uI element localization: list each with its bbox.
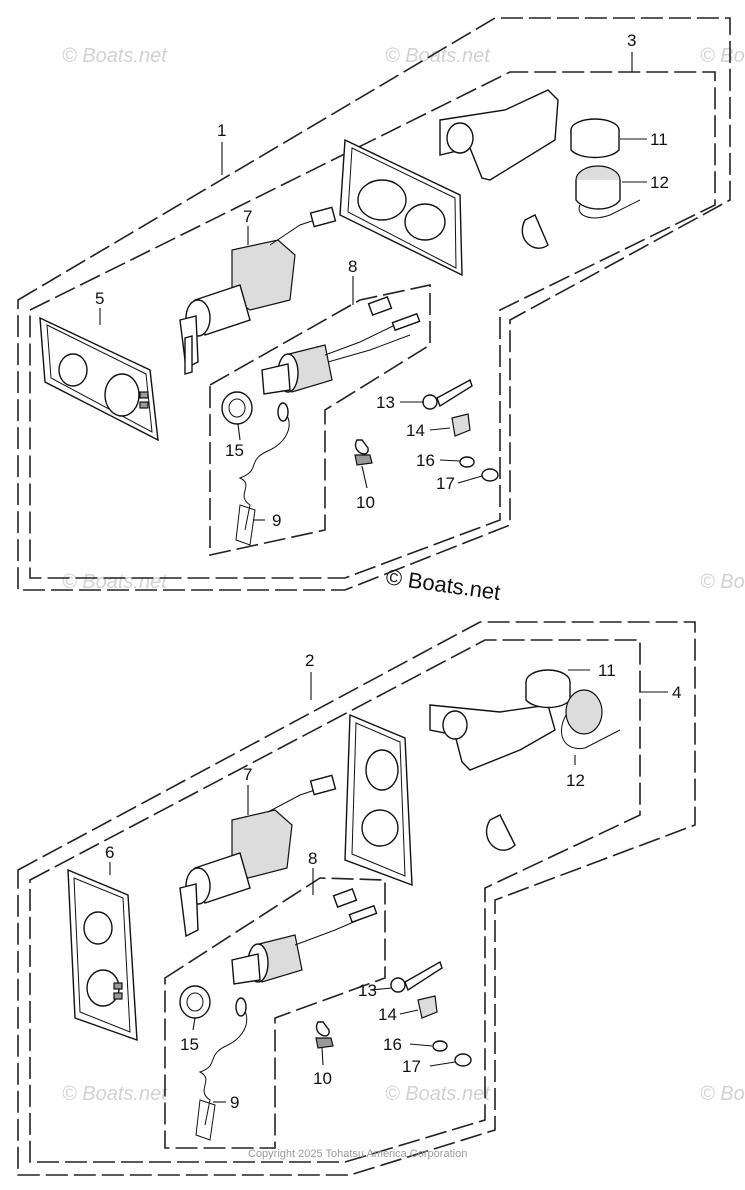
callout-17-bottom: 17 [402,1057,421,1076]
callout-12: 12 [650,173,669,192]
callout-13-bottom: 13 [358,981,377,1000]
watermark-faint: © Boats.net [62,45,168,67]
kit-boundary-2 [17,621,696,1176]
bracket [439,89,559,181]
copyright-text: Copyright 2025 Tohatsu America Corporati… [248,1148,467,1160]
buzzer-12-bottom [561,689,621,750]
callout-11: 11 [650,130,668,149]
callout-11-bottom: 11 [598,661,616,680]
cable-tie-bottom [485,814,516,851]
callout-10: 10 [356,493,375,512]
callout-8-bottom: 8 [308,849,317,868]
key-switch-7 [179,206,337,375]
watermark-group: © Boats.net © Boats.net © Boats.net © Bo… [62,45,745,1105]
cable-tie [521,214,549,249]
watermark-faint: © Boats.net [62,1083,168,1105]
callout-6: 6 [105,843,114,862]
callout-4: 4 [672,683,681,702]
callout-8: 8 [348,257,357,276]
bottom-assembly: 2 4 6 7 8 9 10 11 12 13 14 16 17 15 [17,621,696,1176]
remote-panel [339,138,463,277]
watermark-faint: © Boats.net [385,45,491,67]
callout-1: 1 [217,121,226,140]
watermark-faint: © Boats.net [62,571,168,593]
callout-7: 7 [243,207,252,226]
watermark-faint: © Boats.net [700,571,745,593]
callout-12-bottom: 12 [566,771,585,790]
clamp-11-bottom [525,669,571,709]
remote-panel-bottom [344,713,413,887]
callout-14-bottom: 14 [378,1005,397,1024]
clamp-11 [570,118,620,159]
hardware-set-top [422,378,499,482]
lanyard-9-bottom [195,997,248,1141]
stop-switch-8 [261,296,421,395]
callout-9: 9 [272,511,281,530]
clip-10-bottom [315,1021,334,1049]
watermark-faint: © Boats.net [700,45,745,67]
leader-lines-bottom [109,669,668,1103]
callout-13: 13 [376,393,395,412]
callout-15: 15 [225,441,244,460]
watermark-faint: © Boats.net [700,1083,745,1105]
callout-10-bottom: 10 [313,1069,332,1088]
grommet-15 [221,391,253,425]
panel-plate-5 [39,316,159,442]
leader-lines-top [99,52,647,521]
kit-boundary-4 [29,639,641,1163]
kit-boundary-3 [29,71,716,579]
callout-3: 3 [627,31,636,50]
watermark-main: © Boats.net [384,564,502,605]
top-assembly: 1 3 5 7 8 9 10 11 12 13 14 16 17 15 [17,17,731,591]
panel-plate-6 [67,868,138,1042]
callout-2: 2 [305,651,314,670]
callout-7-bottom: 7 [243,765,252,784]
grommet-15-bottom [179,985,211,1019]
kit-boundary-8 [209,284,431,556]
clip-10 [354,439,373,466]
callout-15-bottom: 15 [180,1035,199,1054]
bracket-bottom [429,704,556,771]
kit-boundary-1 [17,17,731,591]
hardware-set-bottom [390,960,472,1067]
callout-14: 14 [406,421,425,440]
callout-5: 5 [95,289,104,308]
watermark-faint: © Boats.net [385,1083,491,1105]
lanyard-9 [235,402,290,546]
kit-boundary-8-bottom [164,877,386,1149]
callout-9-bottom: 9 [230,1093,239,1112]
callout-16-bottom: 16 [383,1035,402,1054]
callout-16: 16 [416,451,435,470]
key-switch-7-bottom [179,774,337,938]
callout-17: 17 [436,474,455,493]
stop-switch-8-bottom [231,888,378,985]
buzzer-12 [575,165,641,219]
